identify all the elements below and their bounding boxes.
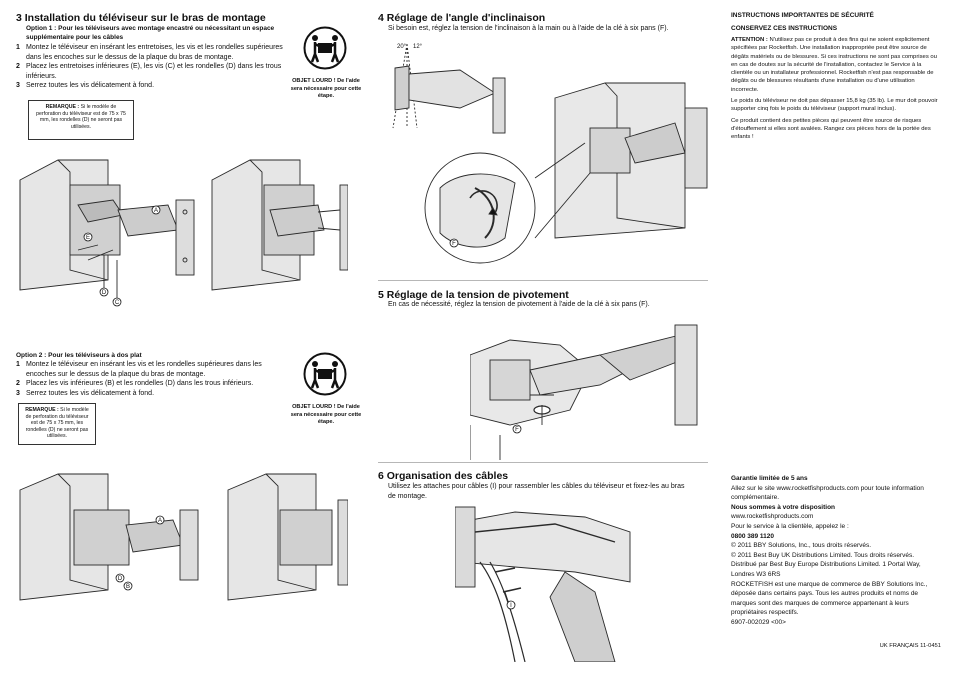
page-footer: UK FRANÇAIS 11-0451: [879, 643, 941, 649]
callout-f: F: [452, 241, 456, 247]
note-box-1: REMARQUE : Si le modèle de perforation d…: [28, 100, 134, 140]
swivel-adjustment-illustration: F: [470, 315, 708, 460]
section-4-title: 4 Réglage de l'angle d'inclinaison: [378, 12, 546, 24]
phone-number: 0800 389 1120: [731, 532, 775, 540]
callout-c: C: [115, 300, 120, 306]
safety-text: ATTENTION : N'utilisez pas ce produit à …: [731, 36, 941, 142]
callout-d: D: [118, 576, 123, 582]
section-5-title: 5 Réglage de la tension de pivotement: [378, 289, 569, 301]
callout-b: B: [126, 584, 130, 590]
warranty-block: Garantie limitée de 5 ans Allez sur le s…: [731, 474, 941, 628]
service-text: Pour le service à la clientèle, appelez …: [731, 522, 849, 530]
document-code: 6907-002029 <00>: [731, 618, 786, 626]
option-2-heading: Option 2 : Pour les téléviseurs à dos pl…: [16, 352, 142, 359]
callout-e: E: [86, 235, 90, 241]
trademark: ROCKETFISH est une marque de commerce de…: [731, 580, 928, 617]
option-1-illustration: A E D C: [18, 150, 348, 310]
copyright-1: © 2011 BBY Solutions, Inc., tous droits …: [731, 542, 872, 550]
small-parts-paragraph: Ce produit contient des petites pièces q…: [731, 117, 931, 141]
warranty-text: Allez sur le site www.rocketfishproducts…: [731, 484, 924, 502]
section-5-text: En cas de nécessité, réglez la tension d…: [388, 301, 650, 308]
option-1-heading: Option 1 : Pour les téléviseurs avec mon…: [26, 25, 275, 41]
angle-label-down: 12°: [413, 44, 423, 50]
angle-label-up: 20°: [397, 44, 407, 50]
section-3-title: 3 Installation du téléviseur sur le bras…: [16, 12, 266, 24]
two-person-lift-icon: [303, 352, 347, 396]
option-2-illustration: A D B: [18, 470, 348, 610]
section-4-text: Si besoin est, réglez la tension de l'in…: [388, 25, 669, 32]
heavy-object-warning-2: OBJET LOURD ! De l'aide sera nécessaire …: [290, 404, 362, 425]
callout-f: F: [515, 427, 519, 433]
warranty-title: Garantie limitée de 5 ans: [731, 475, 808, 482]
two-person-lift-icon: [303, 26, 347, 70]
weight-paragraph: Le poids du téléviseur ne doit pas dépas…: [731, 98, 938, 113]
divider: [378, 280, 708, 281]
callout-i: I: [510, 603, 512, 609]
distributor: Distribué par Best Buy Europe Distributi…: [731, 561, 921, 578]
safety-subtitle: CONSERVEZ CES INSTRUCTIONS: [731, 25, 838, 32]
heavy-object-warning-1: OBJET LOURD ! De l'aide sera nécessaire …: [290, 78, 362, 99]
safety-title: INSTRUCTIONS IMPORTANTES DE SÉCURITÉ: [731, 12, 874, 19]
contact-title: Nous sommes à votre disposition: [731, 503, 836, 511]
tilt-adjustment-illustration: 20° 12° F: [385, 38, 710, 273]
divider: [378, 462, 708, 463]
note-box-2: REMARQUE : Si le modèle de perforation d…: [18, 403, 96, 445]
section-6-text: Utilisez les attaches pour câbles (I) po…: [388, 483, 685, 500]
website-link[interactable]: www.rocketfishproducts.com: [731, 513, 814, 521]
callout-d: D: [102, 290, 107, 296]
section-6-title: 6 Organisation des câbles: [378, 470, 509, 482]
callout-a: A: [158, 518, 162, 524]
attention-paragraph: ATTENTION : N'utilisez pas ce produit à …: [731, 37, 937, 93]
copyright-2: © 2011 Best Buy UK Distributions Limited…: [731, 551, 915, 559]
cable-management-illustration: I: [455, 502, 635, 662]
callout-a: A: [154, 208, 158, 214]
